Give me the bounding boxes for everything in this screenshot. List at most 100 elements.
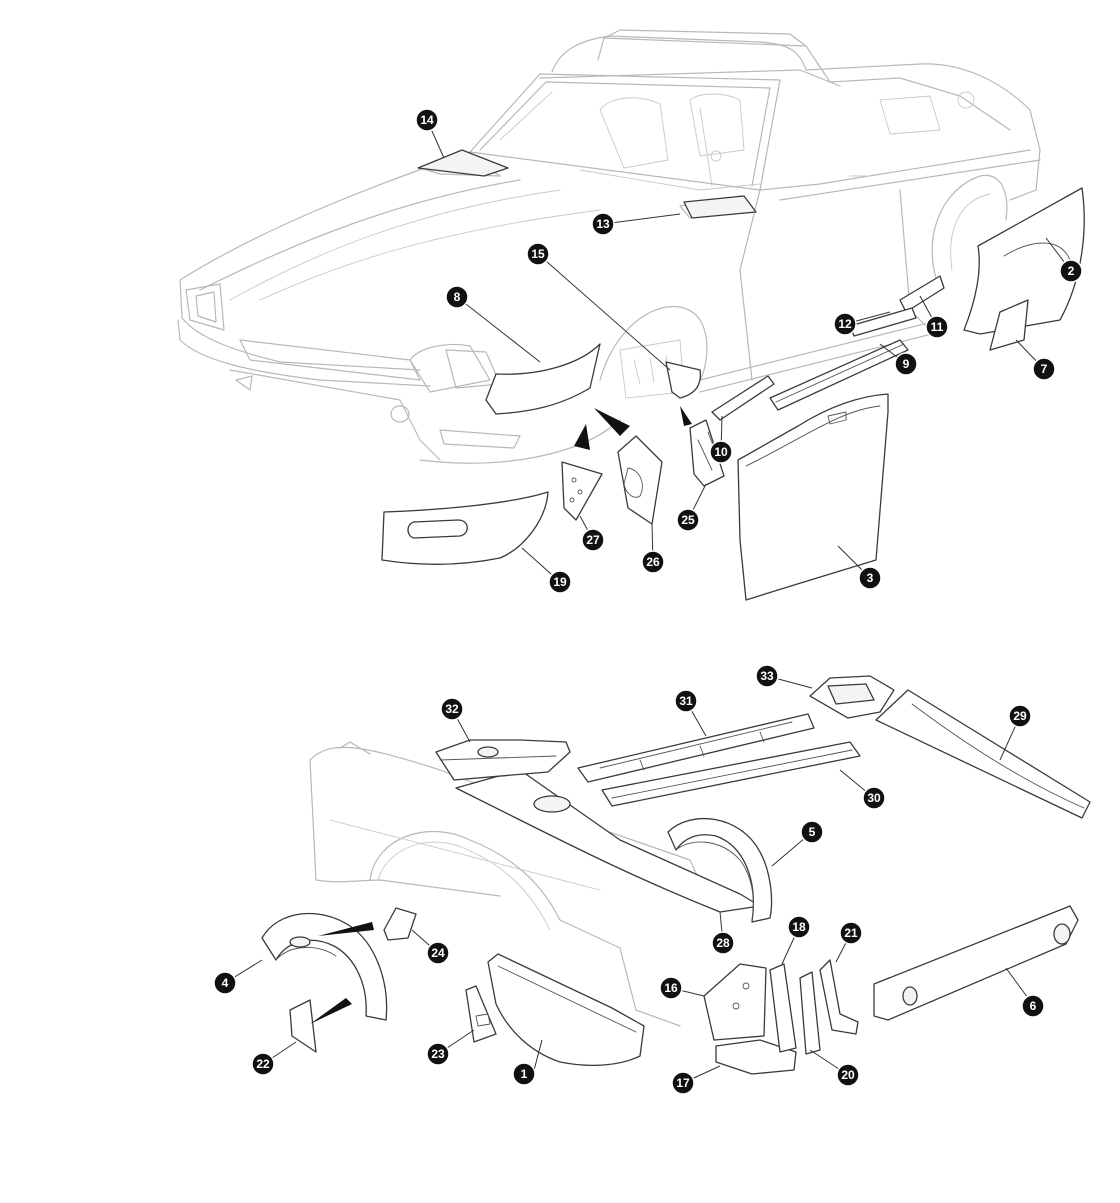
callout-marker [755, 664, 779, 688]
callout-marker [641, 550, 665, 574]
callout-19: 19 [548, 570, 572, 594]
callout-2: 2 [1059, 259, 1083, 283]
callout-number: 15 [531, 247, 545, 261]
callout-23: 23 [426, 1042, 450, 1066]
lower-parts [261, 675, 1091, 1075]
part-26-inner-panel [617, 435, 663, 525]
part-23-small-bracket [465, 985, 497, 1043]
part-3-door-skin [737, 393, 889, 601]
callout-number: 2 [1068, 264, 1075, 278]
callout-14: 14 [415, 108, 439, 132]
callout-marker [833, 312, 857, 336]
callout-10: 10 [709, 440, 733, 464]
part-22-repair-patch [289, 999, 317, 1053]
callout-28: 28 [711, 931, 735, 955]
callout-marker [925, 315, 949, 339]
part-12-sill-strip [849, 307, 917, 337]
callout-33: 33 [755, 664, 779, 688]
part-20-hinge-pillar [799, 971, 821, 1055]
callout-18: 18 [787, 915, 811, 939]
callout-marker [426, 941, 450, 965]
callout-marker [1032, 357, 1056, 381]
callout-marker [440, 697, 464, 721]
callout-29: 29 [1008, 704, 1032, 728]
callout-marker [858, 566, 882, 590]
callout-12: 12 [833, 312, 857, 336]
callout-marker [671, 1071, 695, 1095]
callout-number: 3 [867, 571, 874, 585]
callout-number: 30 [867, 791, 881, 805]
callout-number: 12 [838, 317, 852, 331]
callout-31: 31 [674, 689, 698, 713]
callout-number: 24 [431, 946, 445, 960]
callout-27: 27 [581, 528, 605, 552]
callout-number: 20 [841, 1068, 855, 1082]
callout-17: 17 [671, 1071, 695, 1095]
part-19-lamp-aperture [407, 519, 468, 539]
callout-number: 29 [1013, 709, 1027, 723]
part-24-bracket [383, 907, 417, 941]
callouts: 1234567891011121314151617181920212223242… [213, 108, 1083, 1095]
callout-4: 4 [213, 971, 237, 995]
callout-21: 21 [839, 921, 863, 945]
part-10-sill-front [711, 375, 775, 421]
part-7-repair-patch [989, 299, 1029, 351]
part-5-inner-arch [667, 817, 773, 923]
callout-marker [839, 921, 863, 945]
callout-20: 20 [836, 1063, 860, 1087]
callout-11: 11 [925, 315, 949, 339]
callout-number: 22 [256, 1057, 270, 1071]
callout-marker [213, 971, 237, 995]
car-outline [177, 29, 1041, 464]
callout-number: 33 [760, 669, 774, 683]
callout-16: 16 [659, 976, 683, 1000]
callout-30: 30 [862, 786, 886, 810]
callout-marker [426, 1042, 450, 1066]
callout-24: 24 [426, 941, 450, 965]
callout-13: 13 [591, 212, 615, 236]
part-13-cowl-panel [683, 195, 757, 219]
part-15-valance-panel [665, 361, 702, 399]
callout-marker [445, 285, 469, 309]
callout-number: 21 [844, 926, 858, 940]
callout-7: 7 [1032, 357, 1056, 381]
callout-number: 16 [664, 981, 678, 995]
callout-number: 13 [596, 217, 610, 231]
upper-separate-parts [381, 187, 1085, 601]
callout-number: 18 [792, 920, 806, 934]
part-17-floor-section [715, 1039, 797, 1075]
callout-marker [659, 976, 683, 1000]
callout-15: 15 [526, 242, 550, 266]
callout-number: 1 [521, 1067, 528, 1081]
part-29-sill-strip [875, 689, 1091, 819]
callout-number: 28 [716, 936, 730, 950]
callout-marker [709, 440, 733, 464]
callout-1: 1 [512, 1062, 536, 1086]
callout-marker [548, 570, 572, 594]
part-14-cowl-panel [417, 149, 509, 177]
callout-number: 32 [445, 702, 459, 716]
callout-number: 9 [903, 357, 910, 371]
callout-marker [676, 508, 700, 532]
callout-marker [787, 915, 811, 939]
callout-marker [591, 212, 615, 236]
callout-marker [674, 689, 698, 713]
callout-number: 11 [931, 320, 944, 334]
callout-number: 31 [679, 694, 693, 708]
part-16-footwell-panel [703, 963, 767, 1041]
callout-number: 7 [1041, 362, 1048, 376]
callout-number: 8 [454, 290, 461, 304]
part-21-a-post [819, 959, 859, 1035]
part-18-pillar-reinforcement [769, 963, 797, 1053]
callout-5: 5 [800, 820, 824, 844]
part-25-bracket [689, 419, 725, 487]
callout-6: 6 [1021, 994, 1045, 1018]
car-parts [417, 149, 945, 415]
callout-marker [862, 786, 886, 810]
callout-number: 26 [646, 555, 660, 569]
callout-marker [836, 1063, 860, 1087]
callout-marker [526, 242, 550, 266]
part-2-rear-wing [963, 187, 1085, 335]
callout-22: 22 [251, 1052, 275, 1076]
